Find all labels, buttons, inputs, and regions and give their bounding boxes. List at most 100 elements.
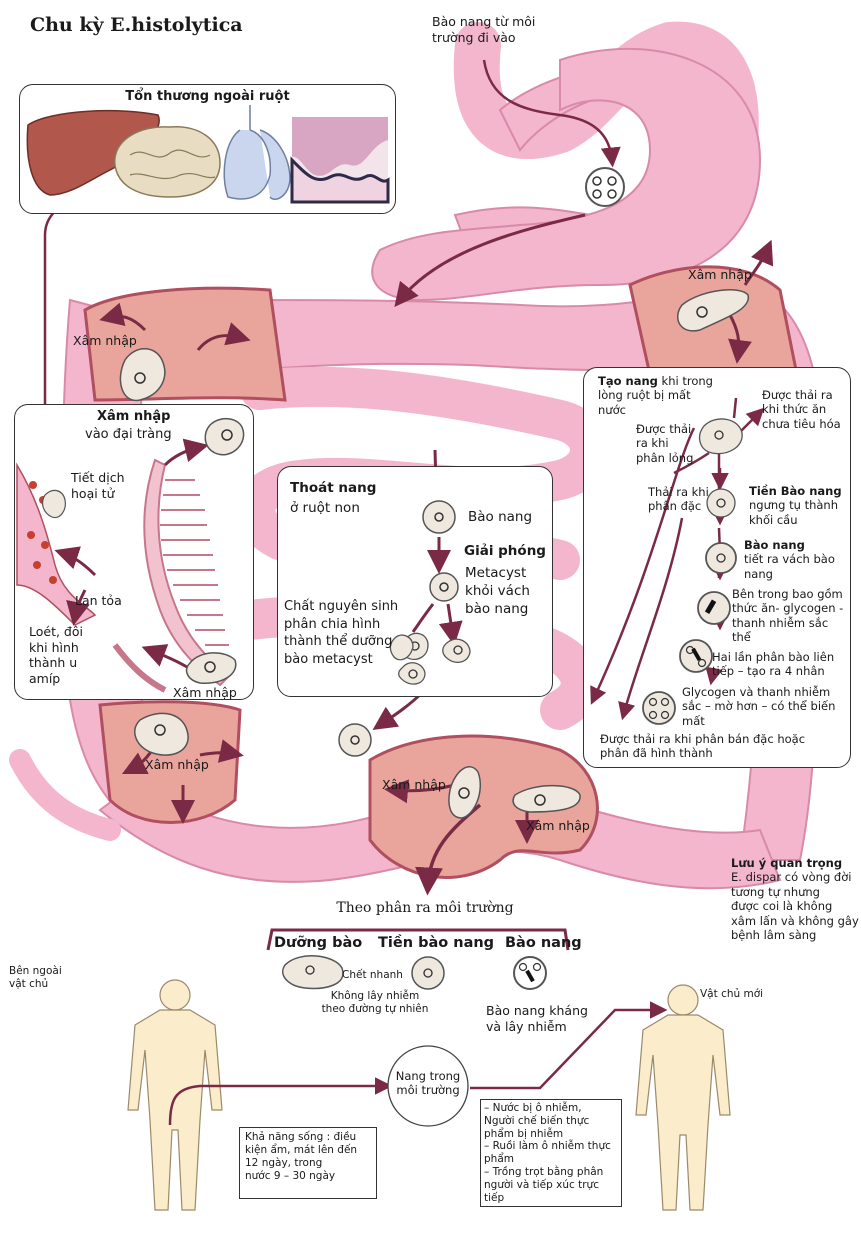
invade-label-bottom-mid: Xâm nhập: [382, 777, 446, 792]
resistant-cyst-label: Bào nang kháng và lây nhiễm: [486, 1003, 588, 1034]
transmission-text: – Nước bị ô nhiễm, Người chế biến thực p…: [484, 1102, 611, 1204]
cyst-icon: [422, 500, 456, 534]
invade-label-left: Xâm nhập: [73, 333, 137, 348]
invade-label-right: Xâm nhập: [688, 267, 752, 282]
divisions-line: Hai lần phân bào liên: [712, 650, 835, 664]
precyst-icon: [411, 956, 445, 990]
cytoplasm-line: thành thể dưỡng: [284, 634, 393, 650]
resistant-line: Bào nang kháng: [486, 1003, 588, 1018]
transmission-line: người và tiếp xúc trực: [484, 1178, 599, 1191]
divisions-line: tiếp – tạo ra 4 nhân: [712, 664, 825, 679]
excreted-liquid-line: phân lỏng: [636, 450, 694, 465]
transmission-line: – Ruồi làm ô nhiễm thực: [484, 1140, 611, 1153]
excreted-undigested-line: chưa tiêu hóa: [762, 416, 841, 431]
excyst-subtitle: ở ruột non: [290, 500, 360, 516]
encyst-line: lòng ruột bị mất: [598, 388, 691, 403]
transmission-line: Người chế biến thực: [484, 1114, 590, 1127]
colon-invasion-panel: Xâm nhập vào đại tràng Tiết dịch hoại tử…: [14, 404, 254, 700]
excyst-title: Thoát nang: [290, 480, 377, 496]
not-infective-label: Không lây nhiễm theo đường tự nhiên: [300, 990, 450, 1016]
not-infective-line: theo đường tự nhiên: [321, 1003, 429, 1016]
excreted-undigested-text: Được thải ra khi thức ăn chưa tiêu hóa: [762, 388, 841, 431]
trophozoite-icon: [442, 638, 471, 663]
resistant-line: và lây nhiễm: [486, 1018, 567, 1034]
transmission-line: tiếp: [484, 1191, 505, 1204]
transmission-line: phẩm bị nhiễm: [484, 1127, 564, 1140]
necrotic-line: Tiết dịch: [71, 470, 125, 485]
transmission-box: – Nước bị ô nhiễm, Người chế biến thực p…: [480, 1099, 622, 1207]
center-cyst-label: Bào nang: [468, 509, 533, 525]
excreted-formed-line: phân đặc: [648, 499, 702, 514]
necrotic-line: hoại tử: [71, 485, 115, 501]
survival-line: 12 ngày, trong: [245, 1157, 323, 1170]
cyst-entry-line: Bào nang từ môi: [432, 14, 536, 29]
trophozoite-icon: [397, 662, 426, 685]
ulcer-label: Loét, đôi khi hình thành u amíp: [29, 624, 83, 687]
release-text: Metacyst khỏi vách bào nang: [465, 564, 530, 619]
excreted-liquid-line: Được thải: [636, 422, 692, 436]
cyst-icon: [338, 723, 372, 757]
survival-line: Khả năng sống : điều: [245, 1131, 357, 1143]
trophozoite-icon: [119, 348, 166, 402]
cyst-wall-line: tiết ra vách bào: [744, 552, 835, 567]
left-panel-title: Xâm nhập: [97, 409, 171, 424]
trophozoite-icon: [42, 489, 66, 519]
liver-icon: [26, 109, 160, 196]
trophozoite-icon: [204, 418, 245, 456]
note-line: xâm lấn và không gây: [731, 913, 859, 928]
cyst-environment-label: Nang trong môi trường: [388, 1069, 468, 1098]
note-line: tương tự nhưng: [731, 884, 820, 899]
human-figure-icon: [635, 984, 731, 1211]
cyst-icon: [705, 542, 737, 574]
excreted-formed-text: Thải ra khi phân đặc: [648, 485, 709, 514]
ulcer-line: thành u: [29, 655, 78, 671]
invade-label-bottom-right: Xâm nhập: [526, 818, 590, 833]
env-trophozoite-label: Dưỡng bào: [274, 935, 363, 951]
note-line: được coi là không: [731, 899, 833, 914]
extra-intestinal-box: Tổn thương ngoài ruột: [19, 84, 396, 214]
colon-wall-illustration: [16, 418, 245, 693]
extra-intestinal-title: Tổn thương ngoài ruột: [125, 89, 290, 104]
brain-icon: [114, 126, 221, 198]
environment-title: Theo phân ra môi trường: [336, 900, 514, 916]
precyst-line: ngưng tụ thành: [749, 498, 838, 513]
precyst-line: khối cầu: [749, 512, 798, 527]
left-invade-label: Xâm nhập: [173, 685, 237, 700]
cyst-icon: [697, 591, 731, 625]
cyst-icon: [513, 956, 547, 990]
excreted-final-line: Được thải ra khi phân bán đặc hoặc: [600, 732, 806, 746]
excreted-formed-line: Thải ra khi: [648, 485, 709, 499]
cyst-icon: [429, 572, 459, 602]
encyst-line: khi trong: [657, 374, 713, 388]
outside-host-label: Bên ngoài vật chủ: [9, 965, 62, 991]
precyst-icon: [706, 488, 736, 518]
invade-label-bottom-left: Xâm nhập: [145, 757, 209, 772]
lung-icon: [223, 105, 291, 201]
trophozoite-icon: [512, 784, 581, 813]
glycogen-line: sắc – mờ hơn – có thể biến: [682, 699, 836, 714]
encyst-line: nước: [598, 402, 626, 417]
encyst-title: Tạo nang: [598, 374, 658, 388]
survival-text: Khả năng sống : điều kiện ẩm, mát lên đế…: [245, 1131, 357, 1184]
survival-line: kiện ẩm, mát lên đến: [245, 1144, 358, 1157]
ulcer-line: amíp: [29, 670, 61, 686]
trophozoite-icon: [698, 418, 743, 455]
env-cyst-label: Bào nang: [505, 935, 582, 951]
not-infective-line: Không lây nhiễm: [330, 990, 420, 1002]
skin-icon: [290, 117, 390, 204]
cyst-contents-line: thanh nhiễm sắc thể: [732, 615, 829, 645]
glycogen-text: Glycogen và thanh nhiễm sắc – mờ hơn – c…: [682, 685, 835, 728]
cyst-wall-text: Bào nang tiết ra vách bào nang: [744, 538, 835, 581]
cyst-environment-line: môi trường: [396, 1083, 460, 1098]
note-line: E. dispar có vòng đời: [731, 870, 852, 885]
encyst-text: Tạo nang khi trong lòng ruột bị mất nước: [598, 374, 713, 417]
human-figure-icon: [127, 979, 223, 1211]
transmission-line: – Trồng trọt bằng phân: [484, 1165, 604, 1178]
excystation-illustration: [389, 500, 552, 685]
excreted-final-line: phân đã hình thành: [600, 746, 713, 761]
cyst-environment-line: Nang trong: [395, 1069, 461, 1083]
release-line: Metacyst: [465, 565, 527, 581]
cyst-icon: [585, 167, 625, 207]
cyst-contents-line: thức ăn- glycogen -: [732, 601, 844, 616]
